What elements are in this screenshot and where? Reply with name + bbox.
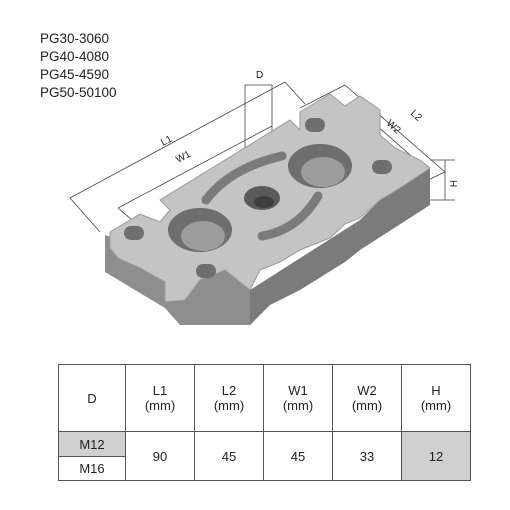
value-cell-l1: 90	[125, 431, 195, 481]
thread-cell: M16	[58, 456, 126, 481]
header-cell-w1: W1(mm)	[263, 364, 333, 432]
dim-label-l1: L1	[159, 134, 174, 149]
spec-table: D L1(mm) L2(mm) W1(mm) W2(mm) H(mm) M12 …	[58, 364, 471, 481]
model-list: PG30-3060 PG40-4080 PG45-4590 PG50-50100	[40, 30, 117, 102]
model-name: PG30-3060	[40, 31, 110, 46]
table-row: M16	[58, 456, 471, 481]
dim-label-h: H	[447, 180, 458, 187]
dim-label-w1: W1	[174, 149, 193, 166]
dim-label-w2: W2	[384, 118, 403, 137]
model-name: PG45-4590	[40, 67, 110, 82]
header-cell-l2: L2(mm)	[194, 364, 264, 432]
value-cell-h: 12	[401, 431, 471, 481]
model-name: PG40-4080	[40, 49, 110, 64]
thread-cell: M12	[58, 431, 126, 457]
dim-label-d: D	[256, 70, 263, 81]
plate-features	[124, 118, 392, 278]
table-row: M12 90 45 45 33 12	[58, 431, 471, 481]
value-cell-l2: 45	[194, 431, 264, 481]
header-cell-h: H(mm)	[401, 364, 471, 432]
header-cell-d: D	[58, 364, 126, 432]
model-name: PG50-50100	[40, 85, 117, 100]
value-cell-w1: 45	[263, 431, 333, 481]
header-cell-w2: W2(mm)	[332, 364, 402, 432]
value-cell-w2: 33	[332, 431, 402, 481]
dim-label-l2: L2	[408, 108, 424, 124]
table-header-row: D L1(mm) L2(mm) W1(mm) W2(mm) H(mm)	[58, 364, 471, 432]
header-cell-l1: L1(mm)	[125, 364, 195, 432]
dimension-lines	[69, 81, 455, 233]
plate-drawing: D L1 W1 L2 W2 H	[69, 70, 458, 325]
